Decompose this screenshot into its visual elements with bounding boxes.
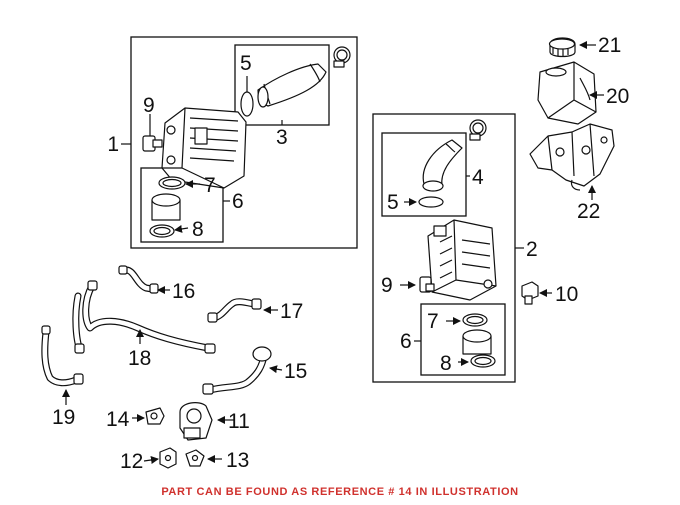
intercooler-left — [161, 107, 247, 189]
label-21: 21 — [598, 34, 621, 57]
hose-15 — [202, 346, 272, 395]
seal-7-right — [462, 313, 488, 327]
label-5b: 5 — [387, 191, 399, 214]
bracket-22 — [529, 123, 615, 191]
reservoir-cap-21 — [548, 37, 576, 58]
reference-note: PART CAN BE FOUND AS REFERENCE # 14 IN I… — [161, 486, 519, 498]
leader-15 — [269, 365, 283, 374]
label-22: 22 — [577, 200, 600, 223]
label-3: 3 — [276, 126, 288, 149]
group-6b-frame — [420, 303, 506, 376]
label-15: 15 — [284, 360, 307, 383]
bolt-10 — [521, 281, 539, 305]
seal-ring-5-right — [418, 196, 444, 208]
label-17: 17 — [280, 300, 303, 323]
label-20: 20 — [606, 85, 629, 108]
leader-12 — [143, 456, 159, 464]
leader-8a — [174, 224, 189, 233]
sensor-9-right — [419, 276, 435, 293]
label-14: 14 — [106, 408, 130, 431]
label-10: 10 — [555, 283, 578, 306]
label-16: 16 — [172, 280, 195, 303]
label-9a: 9 — [143, 94, 155, 117]
fitting-13 — [185, 449, 205, 467]
label-9b: 9 — [381, 274, 393, 297]
group-4-frame — [381, 132, 467, 217]
label-18: 18 — [128, 347, 151, 370]
sensor-9-left — [142, 135, 163, 152]
hose-4 — [422, 139, 463, 192]
hose-17 — [207, 298, 262, 323]
sleeve-8-right — [462, 329, 492, 355]
group-1-frame — [130, 36, 358, 249]
hose-16 — [118, 265, 159, 294]
label-13: 13 — [226, 449, 249, 472]
label-7b: 7 — [427, 310, 439, 333]
label-7a: 7 — [204, 174, 216, 197]
hose-3 — [257, 63, 327, 108]
label-6b: 6 — [400, 330, 412, 353]
label-12: 12 — [120, 450, 143, 473]
label-4: 4 — [472, 166, 484, 189]
hose-19 — [41, 325, 84, 387]
label-6a: 6 — [232, 190, 244, 213]
label-1: 1 — [107, 133, 119, 156]
seal-ring-5-left — [240, 91, 254, 117]
intercooler-right — [427, 219, 497, 301]
label-2: 2 — [526, 238, 538, 261]
bracket-12 — [159, 447, 177, 469]
hose-clamp-left — [333, 46, 351, 68]
seal-8-right — [470, 354, 496, 368]
label-8a: 8 — [192, 218, 204, 241]
water-pump-11 — [179, 402, 213, 441]
label-11: 11 — [228, 410, 250, 433]
seal-8-left — [149, 224, 175, 238]
expansion-tank-20 — [537, 61, 597, 125]
label-19: 19 — [52, 406, 75, 429]
sleeve-8-left — [151, 193, 181, 221]
label-5a: 5 — [240, 52, 252, 75]
hose-18 — [72, 280, 216, 354]
label-8b: 8 — [440, 352, 452, 375]
hose-clamp-right — [469, 119, 487, 141]
part-14-fitting — [145, 407, 165, 425]
